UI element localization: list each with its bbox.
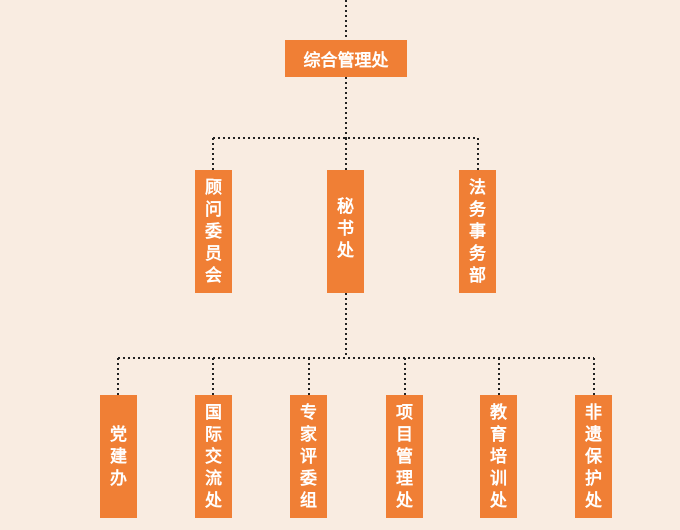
- node-general-management: 综合管理处: [285, 40, 407, 77]
- node-label: 项目管理处: [396, 402, 413, 511]
- node-label: 非遗保护处: [585, 402, 602, 511]
- node-label: 秘书处: [337, 197, 354, 261]
- node-party-office: 党建办: [100, 395, 137, 518]
- node-label: 教育培训处: [490, 402, 507, 511]
- node-label: 综合管理处: [303, 51, 389, 71]
- node-project-management: 项目管理处: [386, 395, 423, 518]
- node-label: 国际交流处: [205, 402, 222, 511]
- node-advisory-committee: 顾问委员会: [195, 170, 232, 293]
- node-secretariat: 秘书处: [327, 170, 364, 293]
- node-label: 顾问委员会: [205, 177, 222, 286]
- node-education-training: 教育培训处: [480, 395, 517, 518]
- node-legal-affairs: 法务事务部: [459, 170, 496, 293]
- node-label: 专家评委组: [300, 402, 317, 511]
- node-label: 党建办: [110, 424, 127, 489]
- node-expert-panel: 专家评委组: [290, 395, 327, 518]
- node-international-exchange: 国际交流处: [195, 395, 232, 518]
- node-label: 法务事务部: [469, 177, 486, 286]
- node-heritage-protection: 非遗保护处: [575, 395, 612, 518]
